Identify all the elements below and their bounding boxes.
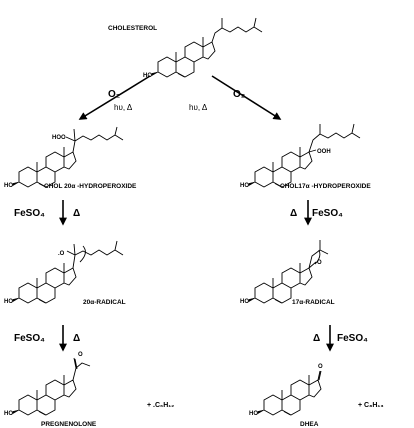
rad20-label: 20α-RADICAL bbox=[83, 299, 126, 306]
svg-text:HO: HO bbox=[143, 73, 152, 79]
o2-label-right: O₂ bbox=[233, 89, 245, 100]
rad17-structure: O HO bbox=[240, 240, 329, 305]
dhea-label: DHEA bbox=[300, 421, 319, 428]
delta-label-step3-left: Δ bbox=[73, 333, 80, 344]
delta-label-step3-right: Δ bbox=[313, 333, 320, 344]
o2-label-left: O₂ bbox=[108, 89, 120, 100]
feso4-label-step2-left: FeSO₄ bbox=[14, 208, 45, 219]
pregnenolone-label: PREGNENOLONE bbox=[41, 421, 97, 428]
chol20-hydroperoxide-structure: HOO HO bbox=[4, 126, 124, 189]
cholesterol-structure: HO bbox=[143, 17, 263, 79]
pregnenolone-structure: O HO bbox=[4, 352, 91, 417]
svg-text:HO: HO bbox=[4, 183, 13, 189]
hv-label-left: hυ, Δ bbox=[114, 103, 133, 112]
svg-text:HO: HO bbox=[4, 299, 13, 305]
svg-text:.O: .O bbox=[58, 251, 65, 257]
svg-text:O: O bbox=[78, 352, 83, 358]
svg-text:HO: HO bbox=[240, 183, 249, 189]
svg-text:HO: HO bbox=[4, 411, 13, 417]
feso4-label-step2-right: FeSO₄ bbox=[312, 208, 343, 219]
svg-text:O: O bbox=[318, 364, 323, 370]
feso4-label-step3-right: FeSO₄ bbox=[337, 333, 368, 344]
delta-label-step2-left: Δ bbox=[73, 208, 80, 219]
arrow-to-chol20 bbox=[78, 75, 151, 120]
hv-label-right: hυ, Δ bbox=[189, 103, 208, 112]
chol17-hydroperoxide-structure: OOH HO bbox=[240, 123, 361, 189]
svg-text:HO: HO bbox=[240, 299, 249, 305]
rad20-structure: .O HO bbox=[4, 240, 124, 305]
byproduct-left: + .C₆H₁₂ bbox=[147, 402, 174, 409]
byproduct-right: + C₈H₁₃ bbox=[358, 402, 384, 409]
svg-text:OOH: OOH bbox=[317, 149, 331, 155]
feso4-label-step3-left: FeSO₄ bbox=[14, 333, 45, 344]
svg-text:HO: HO bbox=[249, 411, 258, 417]
chol17-label: CHOL17α -HYDROPEROXIDE bbox=[280, 183, 371, 190]
cholesterol-label: CHOLESTEROL bbox=[108, 25, 157, 32]
svg-text:HOO: HOO bbox=[52, 135, 66, 141]
svg-text:O: O bbox=[317, 260, 322, 266]
arrow-to-chol17 bbox=[211, 75, 282, 120]
chol20-label: CHOL 20α -HYDROPEROXIDE bbox=[44, 183, 137, 190]
rad17-label: 17α-RADICAL bbox=[292, 299, 335, 306]
dhea-structure: O HO bbox=[249, 364, 323, 417]
delta-label-step2-right: Δ bbox=[290, 208, 297, 219]
